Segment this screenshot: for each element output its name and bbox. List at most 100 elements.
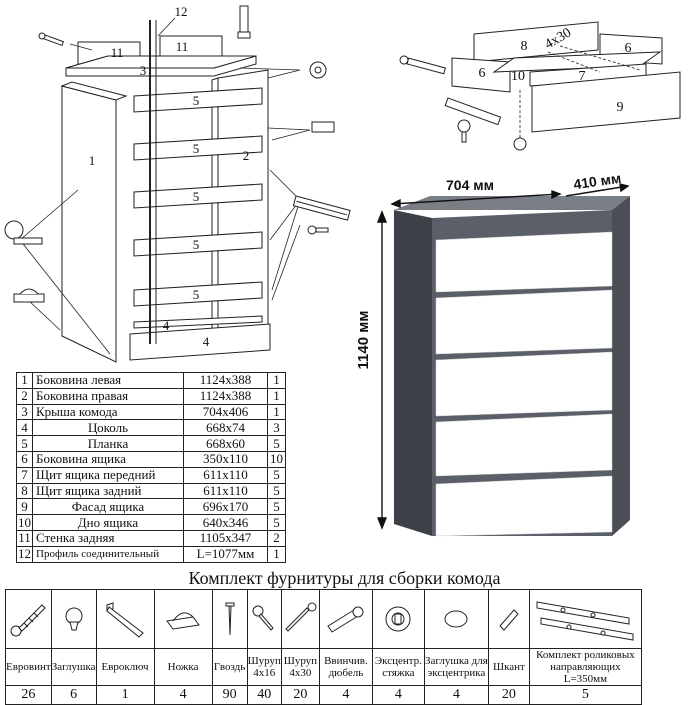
hardware-count: 90 (211, 685, 248, 705)
parts-number: 10 (16, 514, 33, 531)
nail-icon (513, 137, 527, 151)
hardware-icon-cell (5, 589, 52, 649)
threaded-dowel-icon (320, 604, 372, 634)
drawer-label-7: 7 (579, 69, 586, 84)
parts-number: 7 (16, 466, 33, 484)
drawer-label-9: 9 (617, 100, 624, 115)
hardware-count: 26 (5, 685, 52, 705)
parts-qty: 5 (267, 466, 286, 484)
parts-size: 696x170 (183, 498, 268, 516)
hardware-label: Комплект роликовых направляющих L=350мм (528, 648, 642, 686)
parts-qty: 5 (267, 435, 286, 452)
furniture-leg-icon (13, 293, 45, 303)
drawer-side-left (451, 57, 511, 93)
hardware-icon-cell (423, 589, 489, 649)
hardware-label: Ножка (153, 648, 213, 686)
hardware-icon-cell (280, 589, 320, 649)
nail-icon (213, 599, 247, 639)
hardware-icon-cell (528, 589, 642, 649)
furniture-leg-icon (155, 603, 212, 635)
part-label-5a: 5 (193, 93, 200, 108)
parts-number: 6 (16, 450, 33, 468)
parts-number: 8 (16, 482, 33, 500)
small-screw-icon (307, 225, 317, 235)
part-label-5c: 5 (193, 189, 200, 204)
hardware-icon-cell (371, 589, 425, 649)
dimension-height: 1140 мм (355, 311, 372, 370)
plinth-small (133, 315, 263, 329)
drawer-label-6a: 6 (625, 41, 632, 56)
part-label-5b: 5 (193, 141, 200, 156)
hardware-count: 4 (153, 685, 213, 705)
parts-size: 611x110 (183, 466, 268, 484)
hardware-icon-cell (95, 589, 155, 649)
drawer-facade-2 (435, 289, 613, 355)
parts-number: 12 (16, 545, 33, 563)
part-label-3: 3 (140, 63, 147, 78)
side-left (61, 85, 117, 363)
parts-number: 9 (16, 498, 33, 516)
plinth (129, 323, 271, 361)
small-screw-icon (248, 604, 281, 634)
parts-size: 611x110 (183, 482, 268, 500)
dowel-icon (239, 5, 249, 33)
part-label-5e: 5 (193, 287, 200, 302)
dimension-depth: 410 мм (572, 170, 622, 193)
eurovint-screw-icon (406, 57, 446, 75)
hardware-title: Комплект фурнитуры для сборки комода (188, 568, 501, 588)
parts-number: 3 (16, 403, 33, 421)
hardware-label: Ввинчив. дюбель (318, 648, 373, 686)
part-label-1: 1 (89, 153, 96, 168)
hardware-icon-cell (153, 589, 213, 649)
parts-number: 2 (16, 387, 33, 405)
top-panel-face (65, 55, 257, 69)
parts-name: Планка (32, 435, 184, 452)
parts-qty: 5 (267, 482, 286, 500)
drawer-slide-icon (444, 97, 502, 126)
cam-cover-icon (425, 607, 488, 631)
parts-name: Стенка задняя (32, 529, 184, 547)
hardware-icon-cell (487, 589, 530, 649)
parts-size: 668x74 (183, 419, 268, 437)
cap-plug-icon (52, 604, 96, 634)
drawer-slide-icon (530, 594, 641, 644)
parts-qty: 1 (267, 372, 286, 389)
hardware-label: Эксцентр. стяжка (371, 648, 425, 686)
small-screw-icon (457, 119, 471, 133)
parts-qty: 5 (267, 514, 286, 531)
drawer-facade-1 (435, 231, 613, 293)
parts-number: 11 (16, 529, 33, 547)
threaded-dowel-icon (4, 220, 24, 240)
side-right (217, 69, 269, 345)
hardware-count: 4 (423, 685, 489, 705)
wood-dowel-icon (311, 121, 335, 133)
parts-name: Дно ящика (32, 514, 184, 531)
hardware-count: 1 (95, 685, 155, 705)
hardware-count: 40 (246, 685, 282, 705)
hardware-count: 20 (487, 685, 530, 705)
drawer-facade-5 (435, 475, 613, 537)
hardware-label: Евровинт (5, 648, 52, 686)
side-right-edge (211, 77, 219, 347)
drawer-facade (531, 71, 681, 133)
hardware-label: Еврок­люч (95, 648, 155, 686)
parts-number: 5 (16, 435, 33, 452)
hardware-icon-cell (318, 589, 373, 649)
part-label-4a: 4 (163, 318, 170, 333)
chest-top (394, 196, 630, 210)
hardware-count: 4 (371, 685, 425, 705)
drawer-label-10: 10 (511, 69, 525, 84)
drawer-label-6b: 6 (479, 66, 486, 81)
part-label-11b: 11 (176, 39, 189, 54)
part-label-2: 2 (243, 148, 250, 163)
